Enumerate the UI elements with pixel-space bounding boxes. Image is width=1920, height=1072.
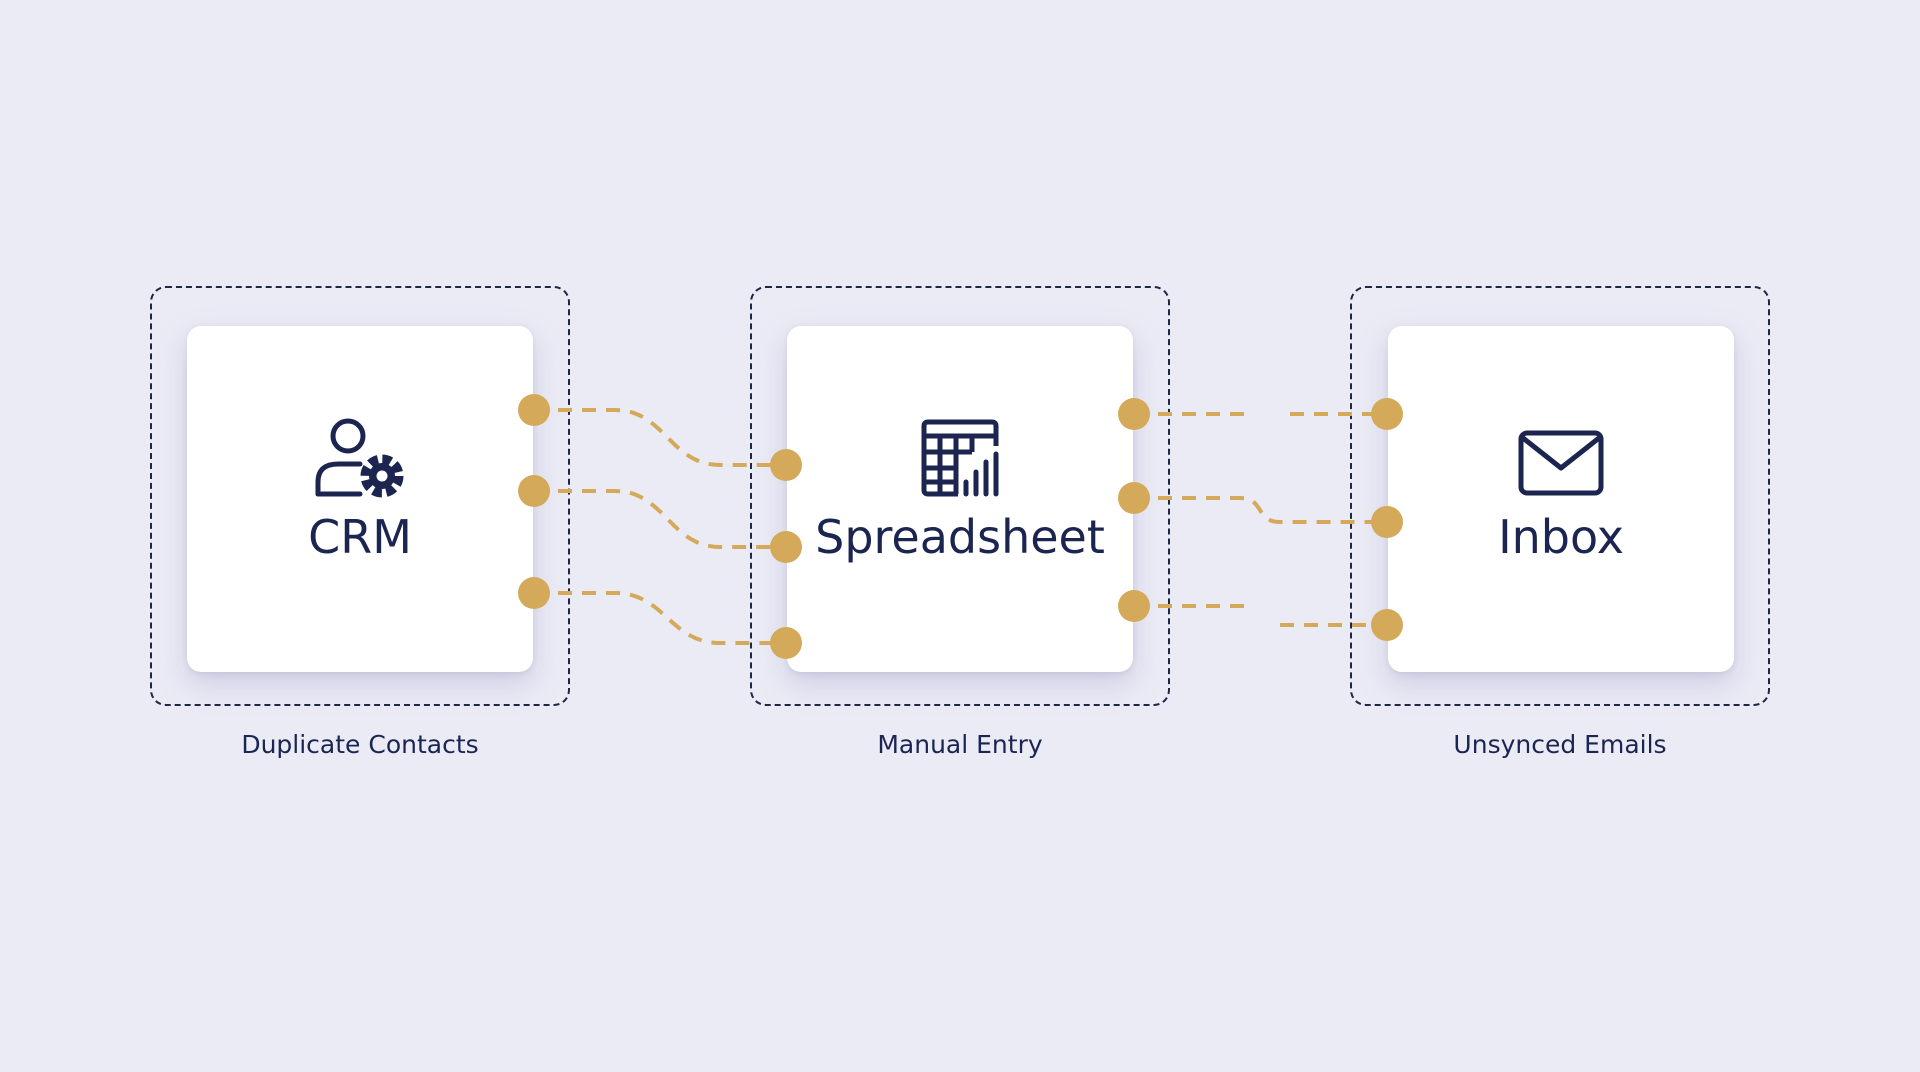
port-crm-out-3 bbox=[518, 577, 550, 609]
port-spreadsheet-out-2 bbox=[1118, 482, 1150, 514]
crm-caption: Duplicate Contacts bbox=[241, 730, 479, 759]
wire-crm-spreadsheet-2 bbox=[534, 489, 786, 549]
port-spreadsheet-in-3 bbox=[770, 627, 802, 659]
port-spreadsheet-out-3 bbox=[1118, 590, 1150, 622]
spreadsheet-caption: Manual Entry bbox=[877, 730, 1043, 759]
port-inbox-in-3 bbox=[1371, 609, 1403, 641]
port-inbox-in-1 bbox=[1371, 398, 1403, 430]
envelope-icon bbox=[1518, 430, 1604, 501]
spreadsheet-chart-icon bbox=[920, 418, 1000, 503]
port-crm-out-2 bbox=[518, 475, 550, 507]
wire-crm-spreadsheet-1 bbox=[534, 408, 786, 467]
port-crm-out-1 bbox=[518, 394, 550, 426]
port-spreadsheet-out-1 bbox=[1118, 398, 1150, 430]
crm-title: CRM bbox=[308, 510, 412, 564]
spreadsheet-card[interactable]: Spreadsheet bbox=[787, 326, 1133, 672]
inbox-caption: Unsynced Emails bbox=[1453, 730, 1667, 759]
port-spreadsheet-in-1 bbox=[770, 449, 802, 481]
port-inbox-in-2 bbox=[1371, 506, 1403, 538]
user-gear-icon bbox=[312, 416, 408, 505]
spreadsheet-title: Spreadsheet bbox=[815, 510, 1105, 564]
wire-spreadsheet-inbox-2 bbox=[1134, 496, 1387, 524]
crm-card[interactable]: CRM bbox=[187, 326, 533, 672]
wire-crm-spreadsheet-3 bbox=[534, 591, 786, 645]
inbox-frame bbox=[1350, 286, 1770, 706]
crm-frame bbox=[150, 286, 570, 706]
port-spreadsheet-in-2 bbox=[770, 531, 802, 563]
inbox-title: Inbox bbox=[1498, 510, 1624, 564]
inbox-card[interactable]: Inbox bbox=[1388, 326, 1734, 672]
